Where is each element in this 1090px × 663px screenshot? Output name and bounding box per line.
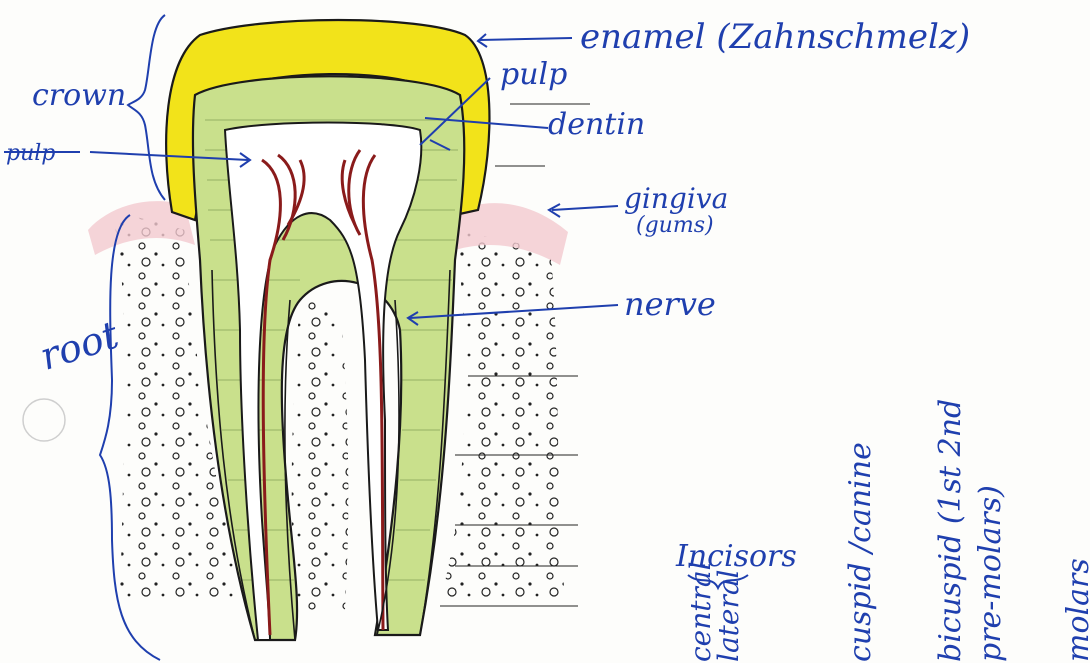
label-cuspid: cuspid /canine: [843, 442, 878, 662]
label-molars: molars: [1061, 558, 1090, 662]
bone-middle: [292, 300, 349, 610]
label-gingiva: gingiva: [624, 182, 728, 215]
label-bicuspid: bicuspid (1st 2nd: [933, 399, 968, 662]
label-nerve: nerve: [624, 285, 716, 323]
label-gums: (gums): [636, 213, 714, 238]
label-premolars: pre-molars): [973, 485, 1008, 662]
label-pulp: pulp: [500, 57, 567, 92]
label-dentin: dentin: [548, 107, 645, 142]
punch-hole: [23, 399, 65, 441]
label-enamel: enamel (Zahnschmelz): [580, 17, 970, 57]
crown-brace: [128, 15, 165, 200]
label-pulp-crossed-text: pulp: [6, 141, 55, 166]
label-crown: crown: [32, 78, 126, 113]
label-pulp-crossed: pulp: [4, 141, 80, 166]
bone-right: [440, 230, 565, 600]
